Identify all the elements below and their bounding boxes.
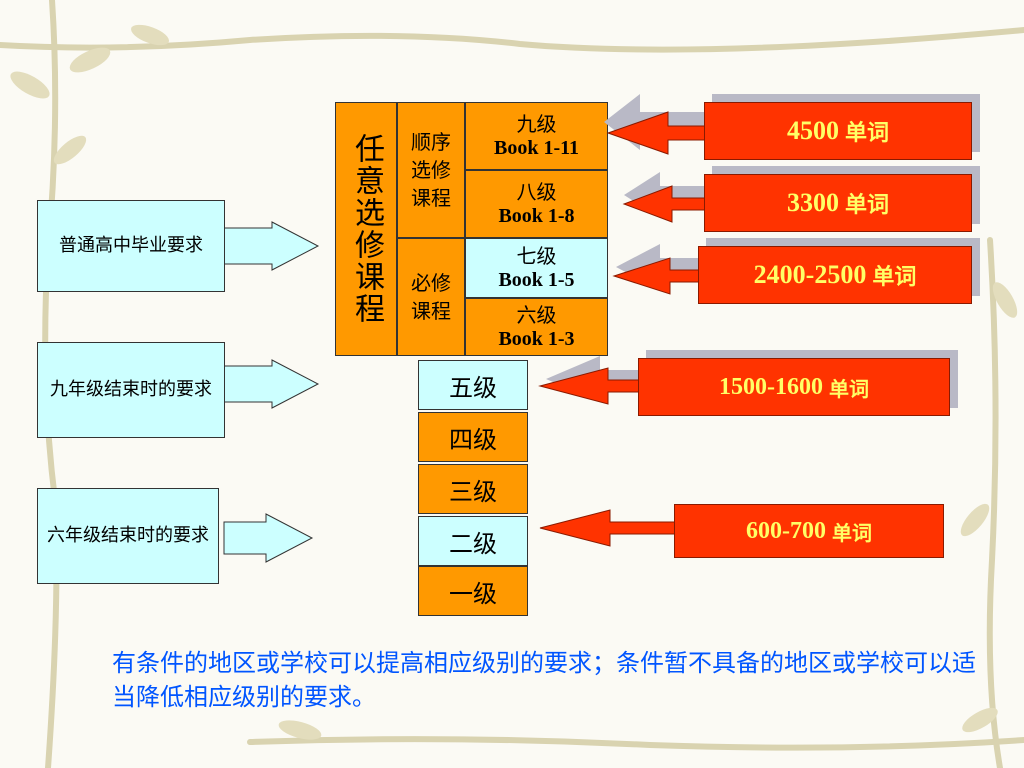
vocab-9-count: 4500 — [786, 116, 839, 145]
level-2-block: 二级 — [418, 516, 528, 566]
vocab-box-level-8: 3300 单词 — [704, 174, 972, 232]
compulsory-label: 必修课程 — [411, 271, 451, 323]
vocab-box-level-9: 4500 单词 — [704, 102, 972, 160]
vocab-box-level-2: 600-700 单词 — [674, 504, 944, 558]
level-2-label: 二级 — [449, 529, 497, 558]
requirement-grade-9-label: 九年级结束时的要求 — [50, 379, 212, 400]
level-7-books: Book 1-5 — [498, 269, 575, 291]
level-6-name: 六级 — [516, 303, 557, 327]
elective-any-label: 任意选修课程 — [349, 133, 384, 325]
requirement-grade-6-label: 六年级结束时的要求 — [47, 525, 209, 546]
requirement-high-school: 普通高中毕业要求 — [37, 200, 225, 292]
level-1-label: 一级 — [449, 579, 497, 608]
footnote: 有条件的地区或学校可以提高相应级别的要求；条件暂不具备的地区或学校可以适当降低相… — [112, 649, 976, 711]
vocab-7-count: 2400-2500 — [753, 260, 867, 289]
vocab-5-count: 1500-1600 — [719, 373, 823, 400]
compulsory-block: 必修课程 — [397, 238, 465, 356]
level-5-block: 五级 — [418, 360, 528, 410]
level-9-books: Book 1-11 — [493, 137, 580, 159]
level-5-label: 五级 — [449, 373, 497, 402]
level-8-block: 八级 Book 1-8 — [465, 170, 608, 238]
sequential-elective-block: 顺序选修课程 — [397, 102, 465, 238]
level-4-label: 四级 — [449, 425, 497, 454]
level-7-block: 七级 Book 1-5 — [465, 238, 608, 298]
elective-any-block: 任意选修课程 — [335, 102, 397, 356]
requirement-high-school-label: 普通高中毕业要求 — [59, 235, 203, 256]
vocab-8-count: 3300 — [786, 188, 839, 217]
level-6-books: Book 1-3 — [498, 328, 575, 350]
vocab-9-unit: 单词 — [844, 121, 889, 146]
level-6-block: 六级 Book 1-3 — [465, 298, 608, 356]
level-3-label: 三级 — [449, 477, 497, 506]
level-1-block: 一级 — [418, 566, 528, 616]
requirement-grade-9: 九年级结束时的要求 — [37, 342, 225, 438]
level-8-name: 八级 — [516, 180, 557, 204]
level-4-block: 四级 — [418, 412, 528, 462]
vocab-5-unit: 单词 — [829, 376, 869, 401]
vocab-box-level-7: 2400-2500 单词 — [698, 246, 972, 304]
requirement-grade-6: 六年级结束时的要求 — [37, 488, 219, 584]
vocab-box-level-5: 1500-1600 单词 — [638, 358, 950, 416]
vocab-7-unit: 单词 — [872, 265, 917, 290]
vocab-8-unit: 单词 — [844, 193, 889, 218]
level-7-name: 七级 — [516, 244, 557, 268]
sequential-elective-label: 顺序选修课程 — [411, 130, 451, 210]
level-9-name: 九级 — [516, 112, 557, 136]
level-9-block: 九级 Book 1-11 — [465, 102, 608, 170]
vocab-2-count: 600-700 — [746, 517, 826, 544]
vocab-2-unit: 单词 — [832, 520, 872, 545]
level-3-block: 三级 — [418, 464, 528, 514]
level-8-books: Book 1-8 — [498, 205, 575, 227]
